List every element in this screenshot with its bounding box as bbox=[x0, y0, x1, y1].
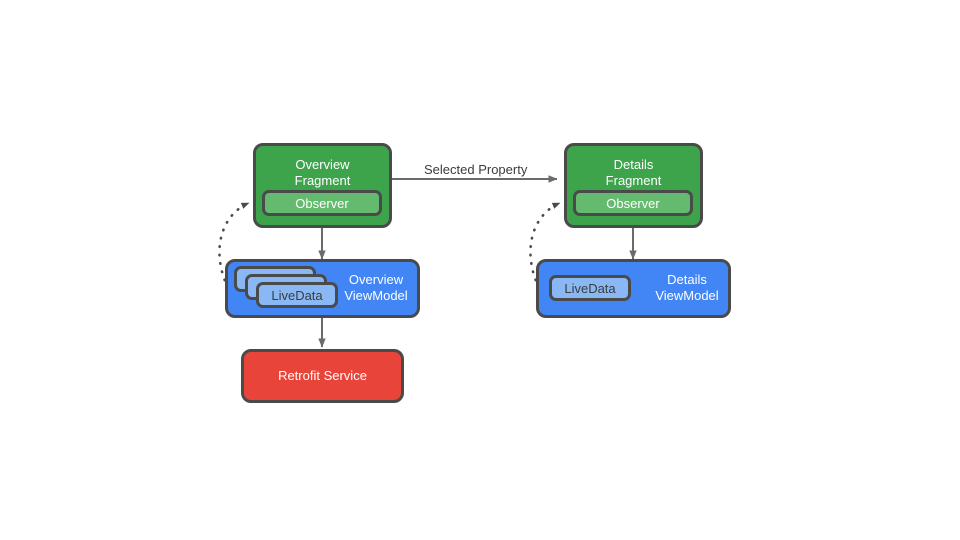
details-livedata-label: LiveData bbox=[564, 280, 616, 296]
retrofit-service-label: Retrofit Service bbox=[278, 368, 367, 383]
details-observer-label: Observer bbox=[606, 195, 660, 211]
details-fragment-label: Details Fragment bbox=[605, 157, 662, 188]
node-retrofit-service[interactable]: Retrofit Service bbox=[241, 349, 404, 403]
overview-fragment-label: Overview Fragment bbox=[294, 157, 351, 188]
details-viewmodel-label: Details ViewModel bbox=[655, 272, 719, 303]
details-fragment-observer[interactable]: Observer bbox=[573, 190, 693, 216]
overview-livedata-label: LiveData bbox=[271, 287, 323, 303]
edge-label-selected-property: Selected Property bbox=[424, 162, 528, 177]
details-livedata-card-front[interactable]: LiveData bbox=[549, 275, 631, 301]
overview-viewmodel-label: Overview ViewModel bbox=[344, 272, 408, 303]
overview-fragment-observer[interactable]: Observer bbox=[262, 190, 382, 216]
overview-livedata-card-front[interactable]: LiveData bbox=[256, 282, 338, 308]
overview-observer-label: Observer bbox=[295, 195, 349, 211]
